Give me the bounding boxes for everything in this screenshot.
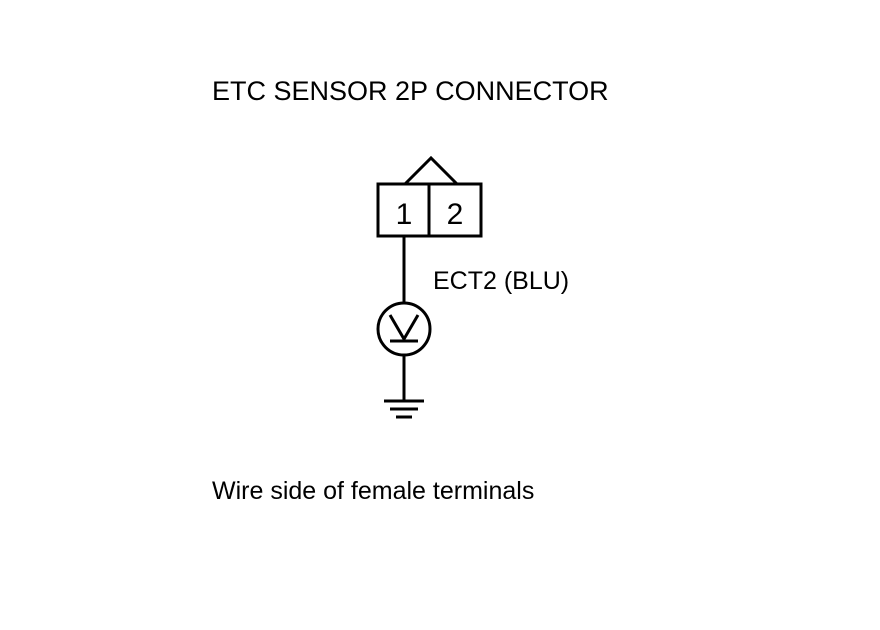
diagram-title: ETC SENSOR 2P CONNECTOR — [212, 76, 609, 106]
voltmeter-icon — [376, 301, 432, 357]
connector: 1 2 — [376, 155, 483, 238]
ground-icon — [384, 399, 424, 419]
wire-label: ECT2 (BLU) — [433, 267, 569, 295]
pin-1-label: 1 — [396, 198, 413, 231]
voltmeter-v-mark — [388, 314, 420, 342]
diagram-caption: Wire side of female terminals — [212, 477, 534, 505]
voltmeter-circle — [376, 301, 432, 357]
pin-2-label: 2 — [447, 198, 464, 231]
connector-latch — [403, 155, 459, 186]
